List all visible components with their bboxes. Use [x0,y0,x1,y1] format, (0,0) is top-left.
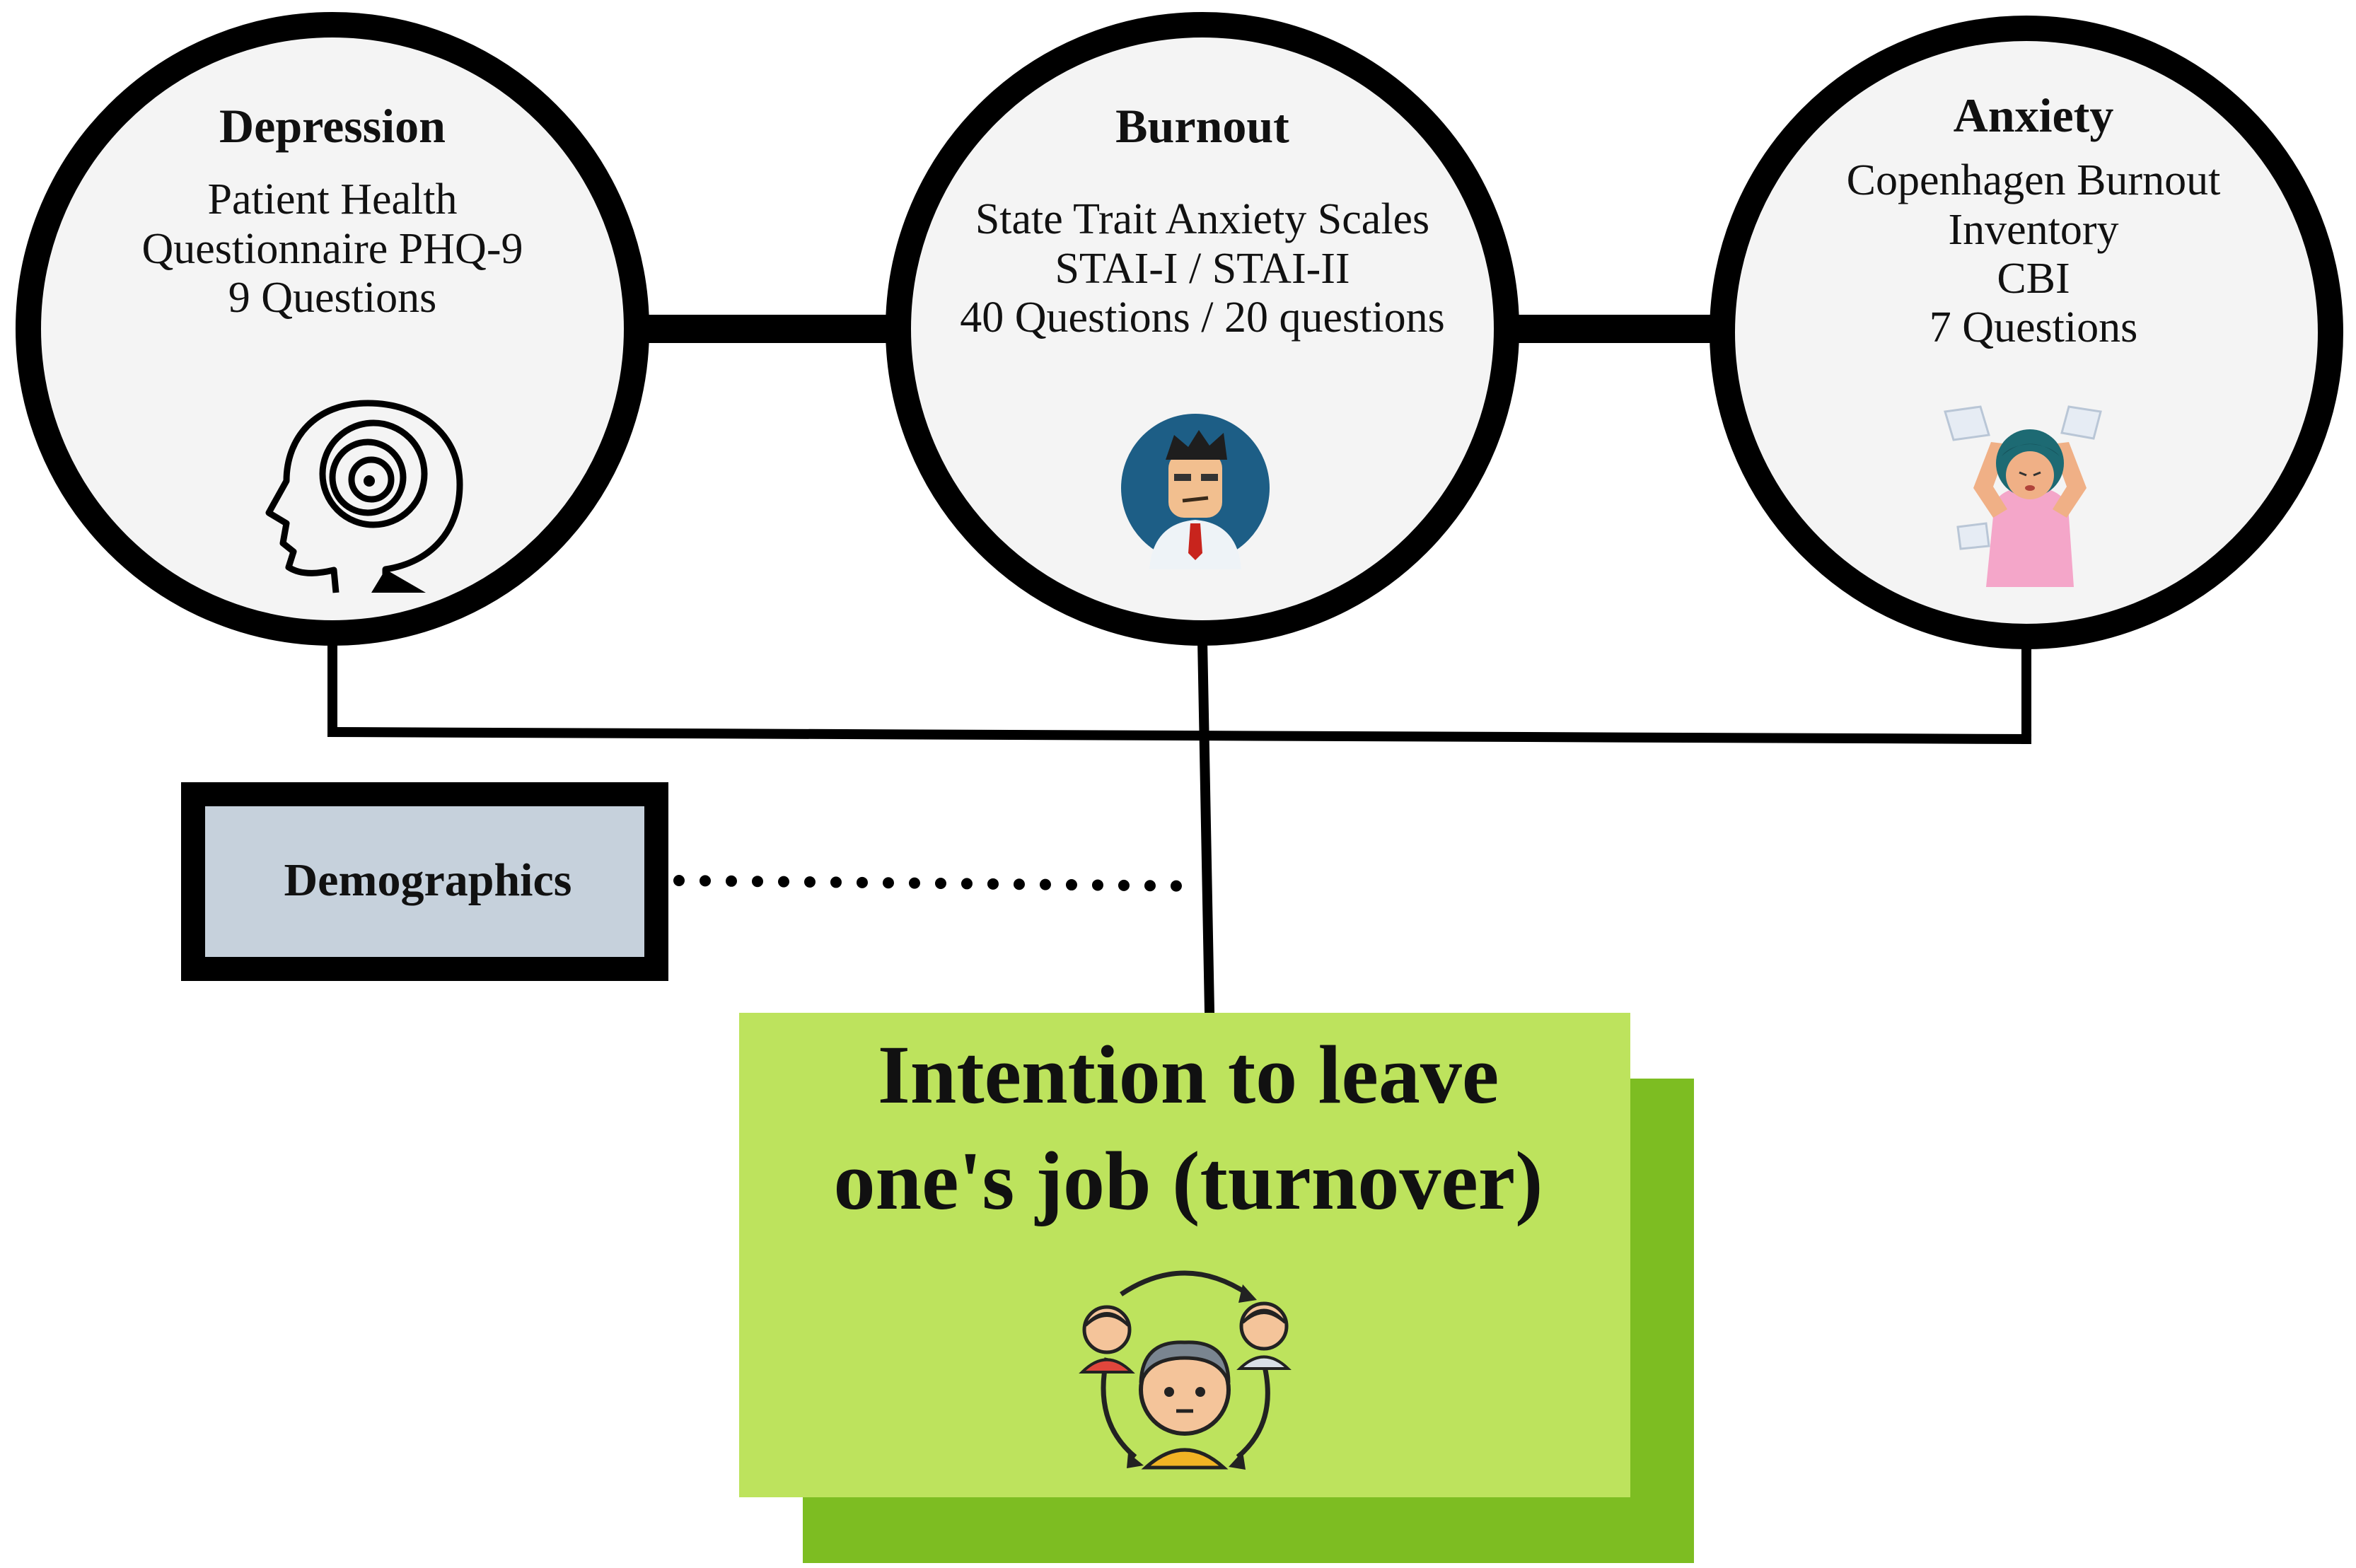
burnout-line-3: 40 Questions / 20 questions [960,294,1445,342]
outcome-line-1: Intention to leave [877,1028,1499,1121]
burnout-line-1: State Trait Anxiety Scales [975,195,1430,244]
connector-burnout-anxiety [1499,315,1733,343]
anxiety-text: Anxiety Copenhagen Burnout Inventory CBI… [1775,88,2292,353]
head-spiral-icon [265,400,463,593]
circle-anxiety [1710,16,2343,649]
outcome-label: Intention to leave one's job (turnover) [743,1022,1634,1234]
outcome-line-2: one's job (turnover) [833,1134,1543,1227]
depression-title: Depression [219,99,446,153]
demographics-box [181,782,668,981]
connector-depression-burnout [622,315,891,343]
stressed-woman-icon [1944,405,2102,587]
bracket-connector [327,634,2032,1017]
dotted-connector [673,875,1205,892]
circle-depression [16,12,649,646]
depression-line-2: Questionnaire PHQ-9 [141,224,523,273]
stressed-businessman-icon [1121,414,1270,569]
anxiety-line-2: Inventory [1948,205,2119,254]
employee-turnover-icon [1079,1270,1292,1470]
anxiety-line-3: CBI [1997,255,2070,303]
circle-burnout [886,12,1519,646]
burnout-text: Burnout State Trait Anxiety Scales STAI-… [912,99,1492,342]
burnout-title: Burnout [1115,99,1289,153]
burnout-line-2: STAI-I / STAI-II [1055,244,1350,293]
anxiety-line-1: Copenhagen Burnout [1846,156,2221,205]
anxiety-title: Anxiety [1953,88,2114,142]
anxiety-line-4: 7 Questions [1929,303,2138,352]
depression-line-3: 9 Questions [228,274,437,323]
demographics-label: Demographics [284,854,572,906]
depression-line-1: Patient Health [207,175,458,224]
depression-text: Depression Patient Health Questionnaire … [92,99,573,323]
